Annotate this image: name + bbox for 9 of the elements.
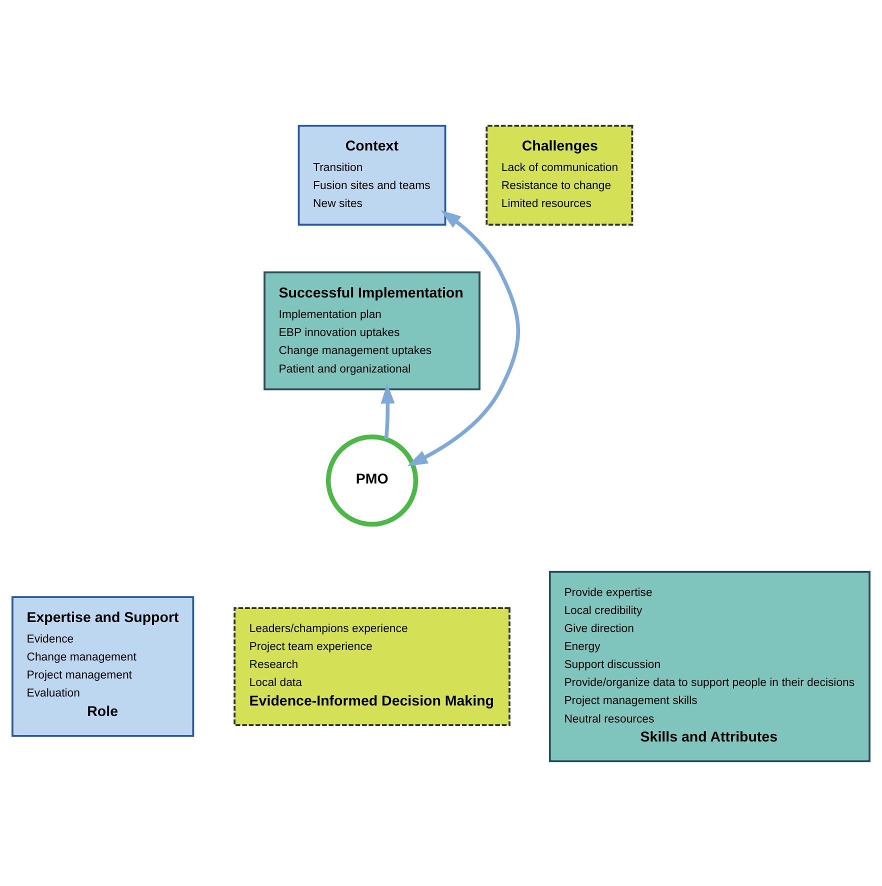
node-box: Context Transition Fusion sites and teams New sites xyxy=(298,124,446,226)
node-box: Provide expertise Local credibility Give direction Energy Support discussion Provide/organize data to support people in their decisions Project management skills Neutral resources Skills and Attributes xyxy=(548,570,871,762)
arrow xyxy=(407,210,520,466)
node-box: Leaders/champions experience Project team experience Research Local data Evidence-Informed Decision Making xyxy=(234,606,510,726)
node-box: Expertise and Support Evidence Change management Project management Evaluation Role xyxy=(11,596,194,736)
node-box: Challenges Lack of communication Resistance to change Limited resources xyxy=(486,124,634,226)
arrow xyxy=(380,383,395,439)
node-circle: PMO xyxy=(326,434,418,526)
node-box: Successful Implementation Implementation plan EBP innovation uptakes Change management uptakes Patient and organizational xyxy=(264,270,480,390)
